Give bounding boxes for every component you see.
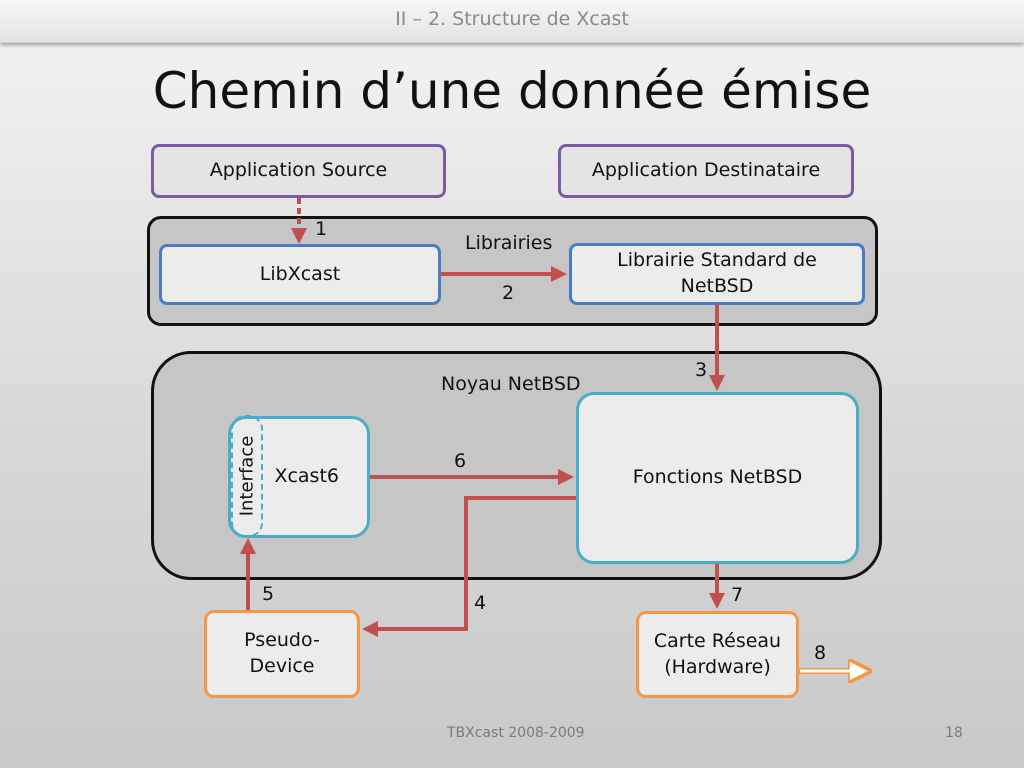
fonctions-netbsd-label: Fonctions NetBSD [632,466,803,489]
step-5: 5 [262,583,275,605]
arrow-4 [362,496,576,637]
step-6: 6 [454,450,467,472]
fonctions-netbsd-box: Fonctions NetBSD [576,392,859,564]
xcast6-box: Xcast6 [228,416,370,538]
step-1: 1 [315,218,328,240]
step-4: 4 [474,592,487,614]
step-2: 2 [502,282,515,304]
step-3: 3 [695,359,708,381]
app-source-label: Application Source [209,159,388,182]
libstd-label-line2: NetBSD [680,275,754,297]
app-destination-box: Application Destinataire [558,144,854,198]
page-number: 18 [945,725,963,741]
kernel-label: Noyau NetBSD [441,373,581,395]
app-destination-label: Application Destinataire [591,159,821,182]
step-8: 8 [814,642,827,664]
pseudo-device-line2: Device [249,655,315,677]
libxcast-label: LibXcast [259,262,341,285]
slide-title: Chemin d’une donnée émise [152,62,872,120]
libxcast-box: LibXcast [159,244,441,305]
libstd-box: Librairie Standard de NetBSD [569,243,865,305]
libstd-label-line1: Librairie Standard de [617,249,817,272]
footer-text: TBXcast 2008-2009 [447,725,585,741]
libraries-label: Librairies [465,232,553,254]
header-bar: II – 2. Structure de Xcast [0,0,1024,43]
pseudo-device-box: Pseudo- Device [204,610,360,698]
step-7: 7 [731,584,744,606]
carte-reseau-line1: Carte Réseau [653,629,782,652]
pseudo-device-line1: Pseudo- [244,629,320,652]
xcast6-label: Xcast6 [274,465,339,488]
carte-reseau-line2: (Hardware) [664,655,771,678]
section-label: II – 2. Structure de Xcast [395,8,629,30]
carte-reseau-box: Carte Réseau (Hardware) [636,611,799,698]
interface-box [231,415,263,537]
app-source-box: Application Source [151,144,446,198]
